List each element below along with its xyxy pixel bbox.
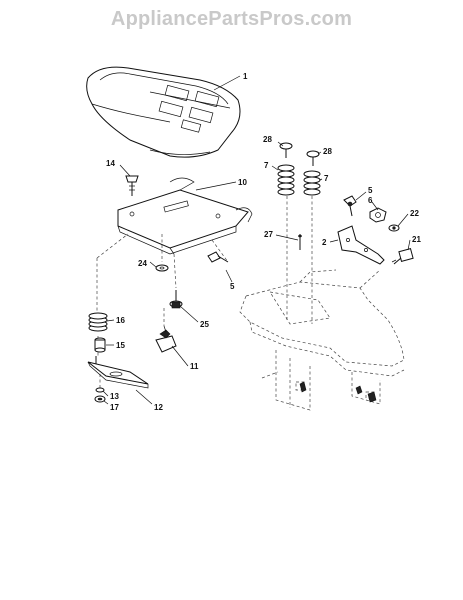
washer-part-22 bbox=[388, 224, 400, 232]
bolt-part-21 bbox=[391, 248, 414, 265]
callout-14: 14 bbox=[106, 159, 115, 168]
callout-6: 6 bbox=[368, 196, 373, 205]
spring-part-7-right bbox=[303, 170, 321, 196]
callout-7-right: 7 bbox=[324, 174, 329, 183]
site-watermark: AppliancePartsPros.com bbox=[110, 8, 353, 30]
fender-body bbox=[239, 269, 405, 411]
callout-17: 17 bbox=[110, 403, 119, 412]
callout-28-left: 28 bbox=[263, 135, 272, 144]
bracket-part-2 bbox=[337, 225, 385, 265]
nut-part-17 bbox=[94, 395, 106, 403]
bolt-part-5-left bbox=[207, 251, 229, 263]
spring-part-16 bbox=[88, 312, 108, 332]
guide-line bbox=[211, 239, 229, 263]
pad-fender bbox=[355, 385, 363, 395]
callout-5-left: 5 bbox=[230, 282, 235, 291]
callout-24: 24 bbox=[138, 259, 147, 268]
callout-10: 10 bbox=[238, 178, 247, 187]
callout-2: 2 bbox=[322, 238, 327, 247]
callout-13: 13 bbox=[110, 392, 119, 401]
guide-line bbox=[173, 253, 177, 289]
bracket-part-12 bbox=[87, 356, 149, 389]
callout-27: 27 bbox=[264, 230, 273, 239]
callout-11: 11 bbox=[190, 362, 199, 371]
cap-part-28-right bbox=[306, 150, 320, 166]
guide-line bbox=[96, 233, 129, 259]
callout-15: 15 bbox=[116, 341, 125, 350]
washer-part-24 bbox=[155, 264, 169, 272]
pin-part-27 bbox=[298, 234, 302, 250]
bolt-part-14 bbox=[125, 175, 139, 196]
leader-lines bbox=[102, 75, 411, 405]
callout-28-right: 28 bbox=[323, 147, 332, 156]
callout-21: 21 bbox=[412, 235, 421, 244]
washer-part-13 bbox=[95, 387, 105, 393]
bolt-body-left bbox=[299, 381, 307, 393]
cap-part-28-left bbox=[279, 142, 293, 158]
callout-16: 16 bbox=[116, 316, 125, 325]
seat-pan-part-10 bbox=[117, 177, 253, 255]
seat-part-1 bbox=[86, 66, 241, 158]
callout-25: 25 bbox=[200, 320, 209, 329]
callout-5-right: 5 bbox=[368, 186, 373, 195]
knob-part-11 bbox=[155, 325, 177, 353]
bolt-body-right bbox=[367, 391, 377, 403]
spacer-part-15 bbox=[94, 337, 106, 353]
callout-7-left: 7 bbox=[264, 161, 269, 170]
spring-part-7-left bbox=[277, 164, 295, 196]
nut-part-6 bbox=[369, 207, 387, 223]
callout-12: 12 bbox=[154, 403, 163, 412]
callout-22: 22 bbox=[410, 209, 419, 218]
bolt-part-5-right bbox=[343, 195, 357, 217]
bolt-part-25 bbox=[169, 290, 183, 309]
callout-1: 1 bbox=[243, 72, 248, 81]
